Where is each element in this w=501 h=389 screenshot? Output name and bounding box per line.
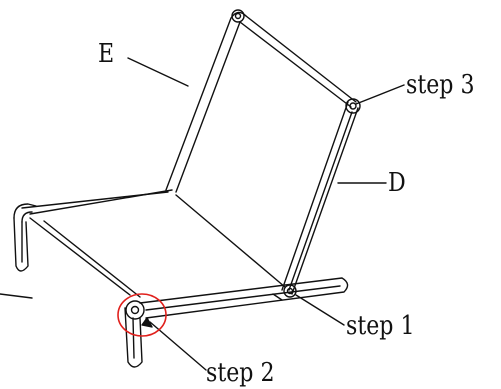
leader-lines [0,57,405,371]
front-right-leg [124,300,153,368]
leader-step1 [295,294,345,326]
seat-panel [21,189,286,298]
leader-offcanvas [0,293,33,299]
label-e: E [98,39,115,69]
label-step1: step 1 [346,311,415,341]
highlight-circle [117,293,167,337]
front-left-leg [13,203,37,272]
leader-step2 [149,321,207,371]
leader-e [127,57,189,87]
support-bar-d [281,98,361,295]
label-step3: step 3 [406,70,475,100]
base-cross-bar [139,277,349,319]
leader-step3 [355,84,405,105]
label-d: D [388,168,406,198]
label-step2: step 2 [206,358,275,388]
backrest-frame-e [165,9,357,193]
